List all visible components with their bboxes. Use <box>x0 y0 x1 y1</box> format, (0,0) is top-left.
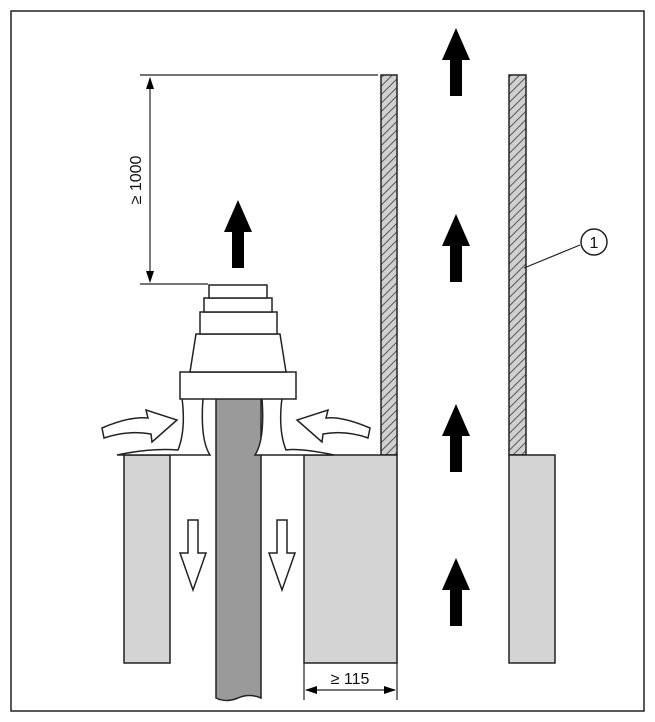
dimension-arrowhead-left <box>305 686 317 694</box>
flashing-left <box>116 397 212 456</box>
callout-number: 1 <box>590 235 599 252</box>
flashing-right <box>253 397 335 456</box>
wall-block-right <box>508 454 556 664</box>
curved-arrow-icon-left <box>101 408 179 444</box>
wall-block-center <box>303 454 398 664</box>
dimension-arrowhead-right <box>384 686 396 694</box>
flue-pipe <box>215 397 262 702</box>
diagram-frame <box>10 10 645 712</box>
down-arrow-icon <box>267 519 297 593</box>
up-arrow-icon <box>224 200 252 268</box>
terminal-step-2 <box>203 297 273 313</box>
curved-arrow-icon-right <box>295 408 371 444</box>
wall-block-left <box>123 454 171 664</box>
terminal-step-1 <box>199 311 278 335</box>
callout-leader-line <box>523 244 581 269</box>
up-arrow-icon <box>442 214 470 282</box>
width-dimension-label: ≥ 115 <box>331 671 370 688</box>
terminal-step-3 <box>208 284 268 299</box>
chimney-wall-right-hatched <box>508 74 527 456</box>
terminal-base-ring <box>179 371 297 400</box>
dimension-arrowhead-bottom <box>146 271 154 283</box>
height-dimension-label: ≥ 1000 <box>128 155 145 204</box>
callout-circle <box>580 228 608 256</box>
dimension-arrowhead-top <box>146 77 154 89</box>
terminal-body <box>189 333 287 373</box>
chimney-wall-left-hatched <box>380 74 398 456</box>
down-arrow-icon <box>178 519 208 593</box>
up-arrow-icon <box>442 28 470 96</box>
up-arrow-icon <box>442 558 470 626</box>
up-arrow-icon <box>442 404 470 472</box>
